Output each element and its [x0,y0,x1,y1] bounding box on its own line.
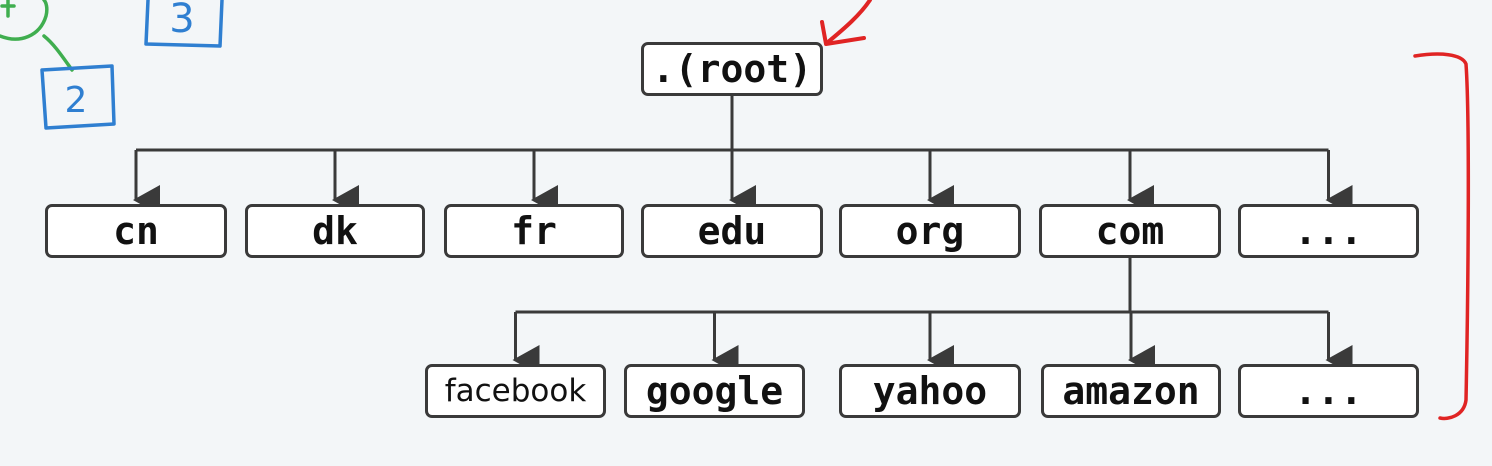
red-arrowhead-icon [820,20,866,46]
green-plus-icon [0,0,16,18]
tld-node-dk: dk [245,204,425,258]
blue-box-3-icon [144,0,224,48]
root-node: .(root) [641,42,823,96]
tld-node-com: com [1039,204,1221,258]
blue-box-3-label: 3 [169,0,194,42]
red-bracket-icon [1413,52,1471,421]
green-connector-line [42,34,74,72]
second-level-node-google: google [624,364,805,418]
second-level-node-yahoo: yahoo [839,364,1021,418]
tld-node-more: ... [1238,204,1419,258]
second-level-node-facebook: facebook [425,364,606,418]
blue-box-2-label: 2 [65,80,88,121]
tld-node-fr: fr [444,204,624,258]
green-plus-circle-icon [0,0,49,41]
tree-edges [133,96,1353,375]
tld-node-cn: cn [45,204,227,258]
second-level-node-amazon: amazon [1041,364,1221,418]
blue-box-2-icon [40,64,116,130]
hand-annotations: 3 2 [0,0,1471,421]
tld-node-org: org [839,204,1021,258]
red-arrow-icon [826,0,872,44]
second-level-node-more: ... [1238,364,1419,418]
tld-node-edu: edu [641,204,823,258]
